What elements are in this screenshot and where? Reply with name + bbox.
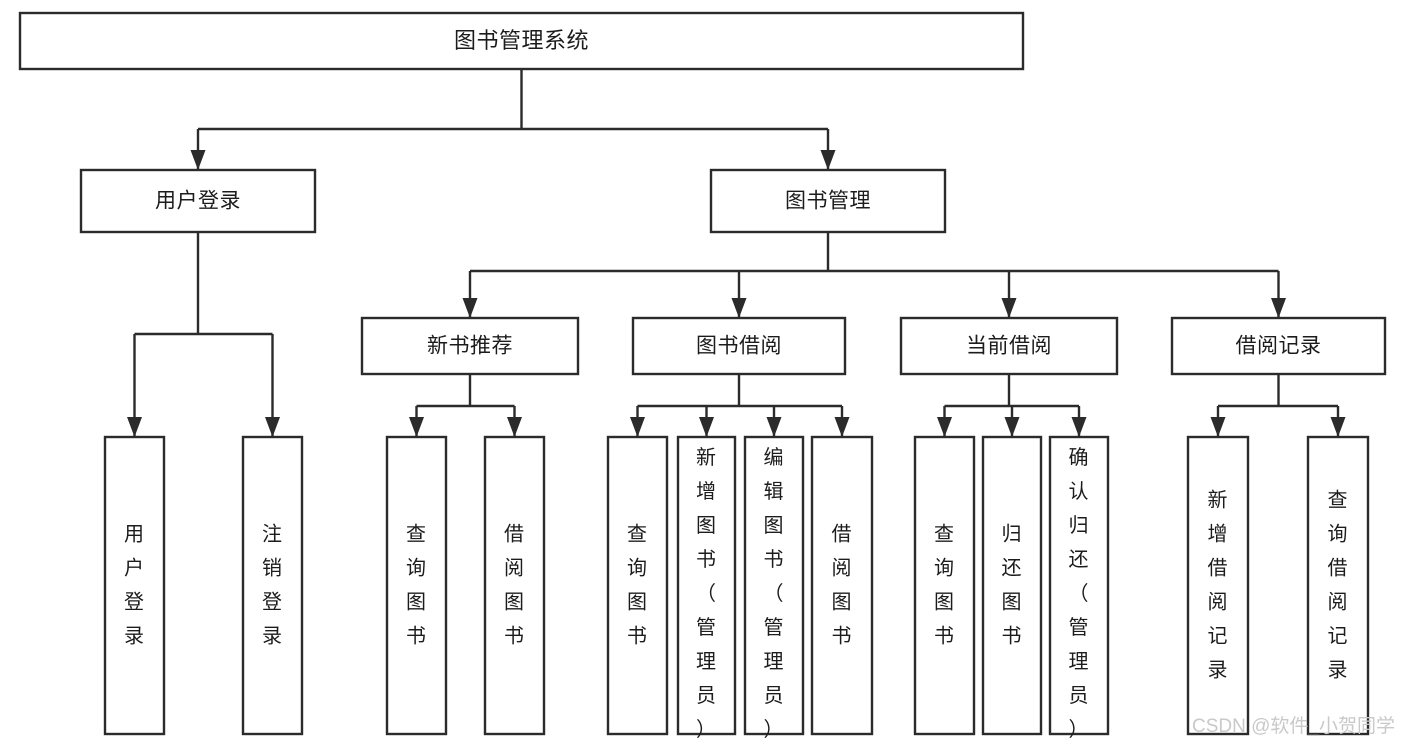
conn-book-mgmt-3-arrowhead <box>1271 298 1286 318</box>
node-level3-3-label: 借阅记录 <box>1236 335 1322 358</box>
node-leaf-2[interactable]: 查询图书 <box>385 435 448 736</box>
node-level3-3[interactable]: 借阅记录 <box>1170 316 1387 376</box>
conn-borrow-1-arrowhead <box>699 417 714 437</box>
node-leaf-4-box <box>606 435 669 736</box>
node-leaf-2-box <box>385 435 448 736</box>
node-leaf-11[interactable]: 新增借阅记录 <box>1186 435 1250 736</box>
conn-record-1-arrowhead <box>1330 417 1346 437</box>
node-leaf-0-label: 用户登录 <box>124 524 145 648</box>
conn-borrow-3-arrowhead <box>834 417 850 437</box>
conn-borrow-2-arrowhead <box>766 417 782 437</box>
node-leaf-11-label: 新增借阅记录 <box>1208 489 1229 682</box>
csdn-watermark: CSDN @软件_小贺同学 <box>1192 715 1395 737</box>
node-leaf-6[interactable]: 编辑图书（管理员） <box>743 435 805 741</box>
conn-new-book-0-arrowhead <box>409 417 424 437</box>
node-leaf-1-box <box>241 435 304 736</box>
node-leaf-1[interactable]: 注销登录 <box>241 435 304 736</box>
node-level3-1-box <box>631 316 847 376</box>
node-leaf-1-label: 注销登录 <box>262 523 283 648</box>
node-level2-1-box <box>709 168 947 234</box>
conn-current-1-arrowhead <box>1004 417 1020 437</box>
node-leaf-2-label: 查询图书 <box>406 523 427 648</box>
node-leaf-11-box <box>1186 435 1250 736</box>
conn-root-0-arrowhead <box>190 150 206 170</box>
node-root[interactable]: 图书管理系统 <box>18 11 1025 71</box>
node-leaf-8-label: 查询图书 <box>934 523 955 648</box>
conn-new-book-1-arrowhead <box>507 417 522 437</box>
node-leaf-3[interactable]: 借阅图书 <box>483 435 546 736</box>
conn-root-1-arrowhead <box>820 150 836 170</box>
node-leaf-9-label: 归还图书 <box>1002 523 1023 648</box>
node-level2-0-label: 用户登录 <box>155 190 241 213</box>
conn-book-mgmt-0-arrowhead <box>462 298 478 318</box>
node-leaf-12[interactable]: 查询借阅记录 <box>1306 435 1370 736</box>
node-leaf-4[interactable]: 查询图书 <box>606 435 669 736</box>
node-leaf-7[interactable]: 借阅图书 <box>810 435 874 736</box>
node-root-box <box>18 11 1025 71</box>
node-level3-0-box <box>360 316 580 376</box>
node-level3-2-box <box>899 316 1119 376</box>
node-leaf-0-box <box>103 435 166 736</box>
node-level3-2[interactable]: 当前借阅 <box>899 316 1119 376</box>
node-leaf-9-box <box>981 435 1043 736</box>
node-leaf-5-label: 新增图书（管理员） <box>696 446 717 741</box>
node-leaf-6-box <box>743 435 805 736</box>
node-leaf-10[interactable]: 确认归还（管理员） <box>1048 435 1110 741</box>
node-leaf-12-box <box>1306 435 1370 736</box>
conn-current-2-arrowhead <box>1071 417 1087 437</box>
node-level2-0[interactable]: 用户登录 <box>79 168 317 234</box>
node-leaf-7-label: 借阅图书 <box>832 523 853 648</box>
conn-borrow-0-arrowhead <box>630 417 645 437</box>
node-leaf-7-box <box>810 435 874 736</box>
conn-current-0-arrowhead <box>937 417 952 437</box>
node-level3-0-label: 新书推荐 <box>427 335 513 358</box>
conn-book-mgmt-1-arrowhead <box>731 298 747 318</box>
conn-user-login-0-arrowhead <box>127 417 142 437</box>
conn-user-login-1-arrowhead <box>265 417 280 437</box>
node-level3-1-label: 图书借阅 <box>696 335 782 358</box>
node-level3-3-box <box>1170 316 1387 376</box>
node-leaf-10-box <box>1048 435 1110 736</box>
node-level2-0-box <box>79 168 317 234</box>
conn-book-mgmt-2-arrowhead <box>1001 298 1017 318</box>
node-leaf-9[interactable]: 归还图书 <box>981 435 1043 736</box>
connectors-layer <box>127 69 1346 437</box>
node-level2-1[interactable]: 图书管理 <box>709 168 947 234</box>
node-level2-1-label: 图书管理 <box>785 190 871 213</box>
node-level3-1[interactable]: 图书借阅 <box>631 316 847 376</box>
nodes-layer: 图书管理系统用户登录图书管理新书推荐图书借阅当前借阅借阅记录用户登录注销登录查询… <box>18 11 1387 741</box>
node-leaf-8[interactable]: 查询图书 <box>913 435 976 736</box>
node-leaf-5-box <box>676 435 737 736</box>
node-leaf-3-box <box>483 435 546 736</box>
node-leaf-3-label: 借阅图书 <box>504 523 525 648</box>
node-leaf-6-label: 编辑图书（管理员） <box>764 446 785 741</box>
node-leaf-5[interactable]: 新增图书（管理员） <box>676 435 737 741</box>
node-level3-0[interactable]: 新书推荐 <box>360 316 580 376</box>
node-level3-2-label: 当前借阅 <box>966 335 1052 358</box>
node-leaf-10-label: 确认归还（管理员） <box>1069 446 1090 741</box>
node-root-label: 图书管理系统 <box>454 28 589 53</box>
node-leaf-0[interactable]: 用户登录 <box>103 435 166 736</box>
node-leaf-4-label: 查询图书 <box>627 523 648 648</box>
node-leaf-12-label: 查询借阅记录 <box>1328 489 1349 682</box>
node-leaf-8-box <box>913 435 976 736</box>
conn-record-0-arrowhead <box>1210 417 1226 437</box>
